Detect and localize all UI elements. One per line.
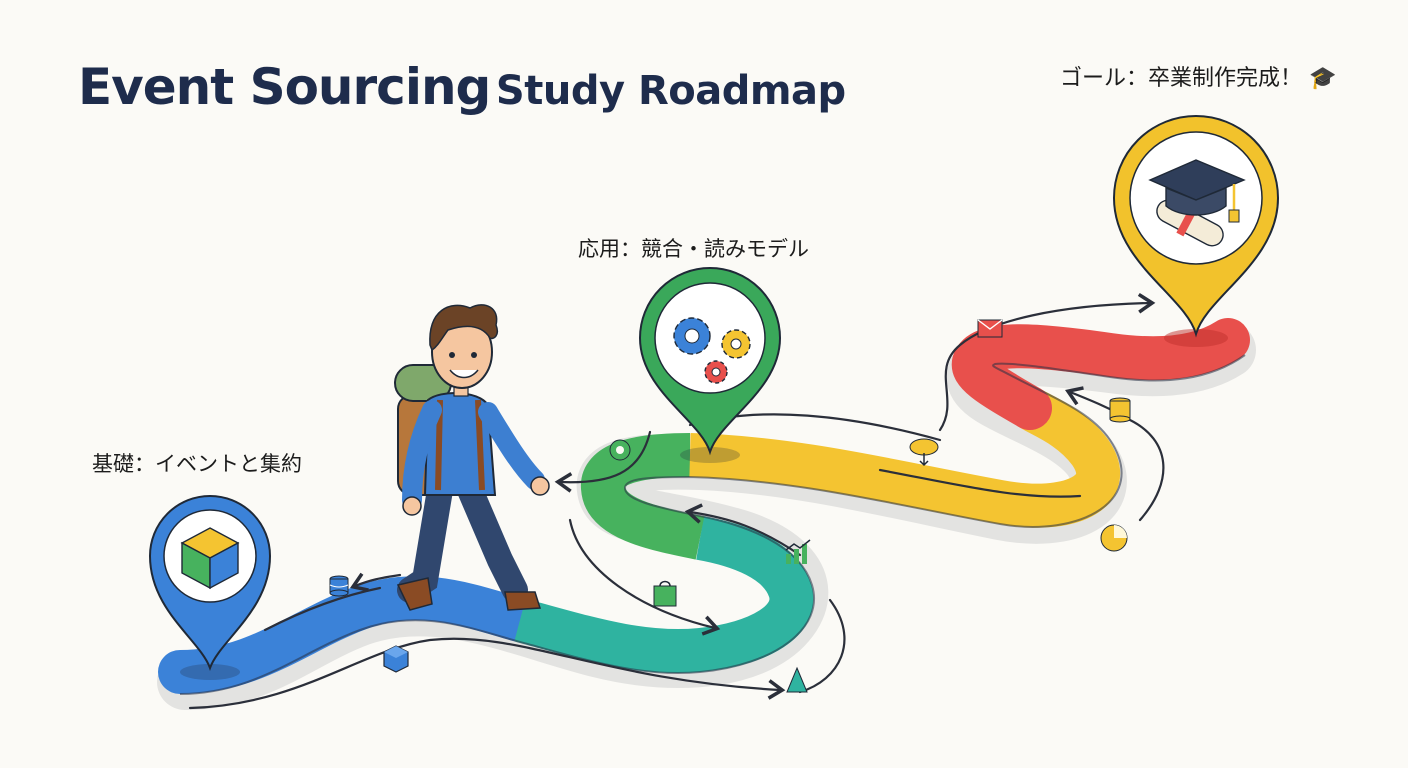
database-icon [329,575,349,597]
road [158,318,1250,694]
cube-icon [180,527,240,590]
pie-icon [1100,524,1128,552]
road-outline [179,354,1246,695]
graduation-cap-icon [1148,159,1246,247]
tree-icon [786,666,808,693]
goal-label-text: ゴール：卒業制作完成！ [1060,66,1303,91]
road-segment-red [951,318,1250,430]
milestone-3-label: ゴール：卒業制作完成！ 🎓 [1060,60,1336,92]
flow-arrows [188,292,1165,710]
cube-icon-small [383,645,409,673]
road-segment-green [581,433,705,560]
milestone-pin-2 [638,267,782,463]
road-segment-blue [158,576,542,694]
title-part-1: Event Sourcing [78,58,491,116]
gear-icon-small [609,439,631,461]
cloud-icon [909,438,939,467]
database-icon-yellow [1109,397,1131,423]
hiker-character [394,304,550,611]
shopping-bag-icon [653,580,677,607]
road-segment-teal [514,516,814,674]
graduation-cap-emoji-icon: 🎓 [1309,66,1337,91]
gears-icon [673,317,751,384]
milestone-2-label: 応用：競合・読みモデル [578,237,809,261]
milestone-pin-3 [1112,115,1280,347]
chart-icon [785,539,811,564]
milestone-pin-1 [148,495,272,680]
page-title: Event Sourcing Study Roadmap [78,58,846,116]
mail-icon [977,319,1003,338]
milestone-1-label: 基礎：イベントと集約 [92,452,302,476]
road-segment-yellow [689,389,1120,528]
title-part-2: Study Roadmap [495,68,846,114]
